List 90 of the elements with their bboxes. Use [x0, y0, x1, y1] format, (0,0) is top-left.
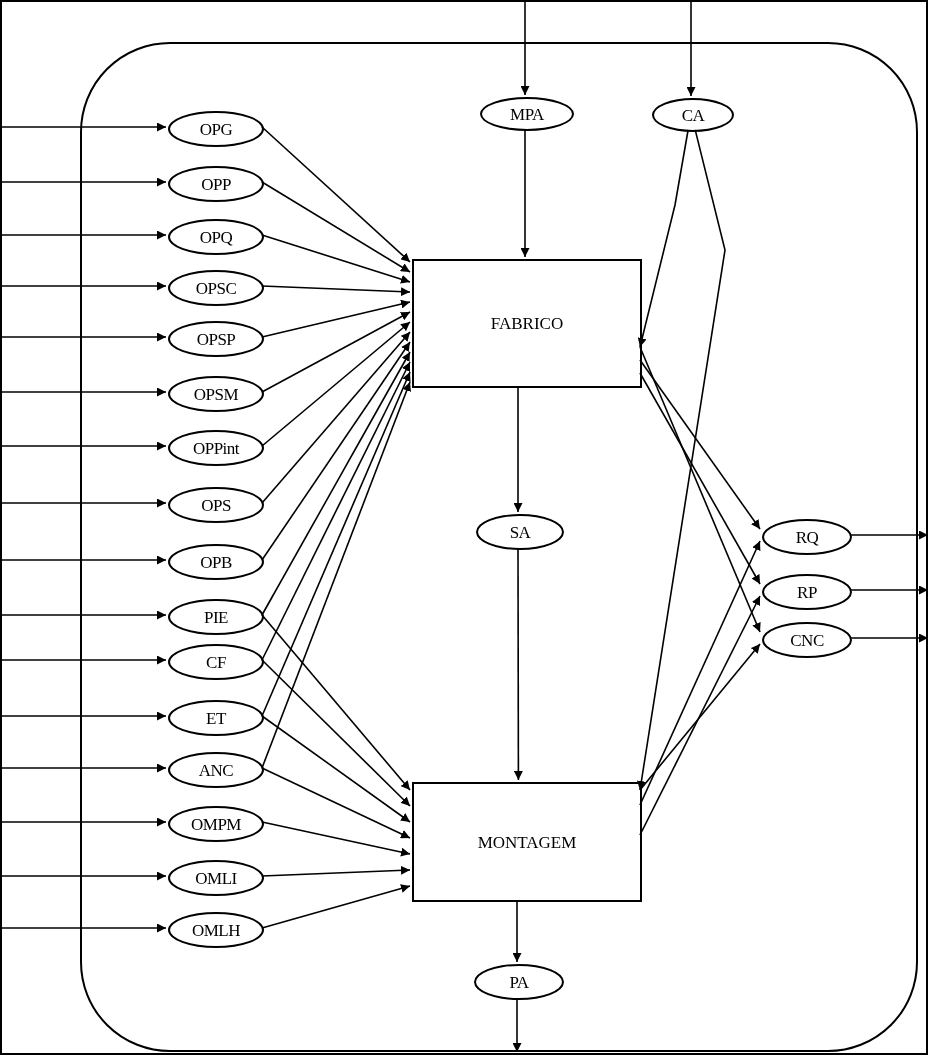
arrow [0, 555, 167, 565]
arrow [0, 817, 167, 827]
arrow [639, 643, 761, 791]
arrow [261, 299, 411, 338]
arrow [261, 659, 411, 807]
arrow [849, 633, 928, 643]
ellipse-node [168, 752, 264, 788]
arrow [261, 614, 411, 791]
node-label: SA [509, 523, 531, 541]
arrow [261, 126, 411, 263]
node-label: CA [681, 106, 705, 124]
arrow [261, 381, 411, 769]
node-label: CNC [790, 631, 824, 649]
arrow [636, 129, 726, 791]
arrow [0, 122, 167, 132]
ellipse-node [168, 644, 264, 680]
node-label: PIE [204, 608, 228, 626]
arrow [261, 321, 411, 447]
arrow [686, 0, 696, 97]
node-label: OPQ [199, 228, 233, 246]
arrow [0, 923, 167, 933]
process-box [412, 259, 642, 388]
arrow [0, 610, 167, 620]
arrow [0, 655, 167, 665]
arrow [261, 351, 411, 616]
arrow [0, 387, 167, 397]
node-label: OPP [201, 175, 231, 193]
node-label: MPA [510, 105, 544, 123]
arrow [639, 359, 761, 530]
node-label: OMLI [195, 869, 237, 887]
arrow [261, 331, 411, 504]
ellipse-node [168, 544, 264, 580]
arrow [849, 530, 928, 540]
arrow [261, 821, 411, 857]
node-label: MONTAGEM [477, 833, 577, 851]
node-label: ET [206, 709, 226, 727]
arrow [639, 540, 761, 806]
arrow [261, 234, 411, 284]
arrow [512, 899, 522, 963]
arrow [0, 711, 167, 721]
node-label: PA [509, 973, 529, 991]
node-label: OMLH [191, 921, 241, 939]
ellipse-node [762, 519, 852, 555]
arrow [639, 372, 761, 585]
node-label: CF [206, 653, 226, 671]
arrow [0, 332, 167, 342]
node-label: OPSC [195, 279, 237, 297]
arrow [849, 585, 928, 595]
arrow [0, 230, 167, 240]
node-label: RQ [795, 528, 819, 546]
arrow [637, 129, 689, 348]
arrow [0, 871, 167, 881]
arrow [261, 181, 411, 273]
arrow [0, 498, 167, 508]
process-box [412, 782, 642, 902]
ellipse-node [762, 622, 852, 658]
node-label: OPS [201, 496, 231, 514]
arrow [512, 997, 522, 1053]
arrow [261, 715, 411, 823]
ellipse-node [168, 700, 264, 736]
node-label: OPG [199, 120, 233, 138]
ellipse-node [168, 487, 264, 523]
arrow [0, 281, 167, 291]
node-label: OPPint [192, 439, 240, 457]
arrow [0, 763, 167, 773]
arrow [261, 311, 411, 393]
node-label: OPB [200, 553, 232, 571]
arrow [261, 341, 411, 561]
arrow [520, 128, 530, 258]
arrow [0, 441, 167, 451]
arrow [0, 177, 167, 187]
node-label: OPSP [196, 330, 236, 348]
node-label: RP [797, 583, 817, 601]
arrow [261, 371, 411, 717]
ellipse-node [762, 574, 852, 610]
arrow [520, 0, 530, 96]
node-label: FABRICO [490, 315, 564, 332]
node-label: OPSM [193, 385, 239, 403]
arrow [513, 547, 523, 781]
arrow [513, 385, 523, 513]
arrow [261, 884, 411, 929]
arrow [261, 767, 411, 839]
node-label: OMPM [191, 815, 241, 833]
arrow [261, 361, 411, 661]
arrow [261, 285, 411, 297]
node-label: ANC [198, 761, 234, 779]
arrow [639, 595, 761, 836]
arrow [261, 865, 411, 877]
ellipse-node [168, 599, 264, 635]
arrow [639, 346, 761, 633]
